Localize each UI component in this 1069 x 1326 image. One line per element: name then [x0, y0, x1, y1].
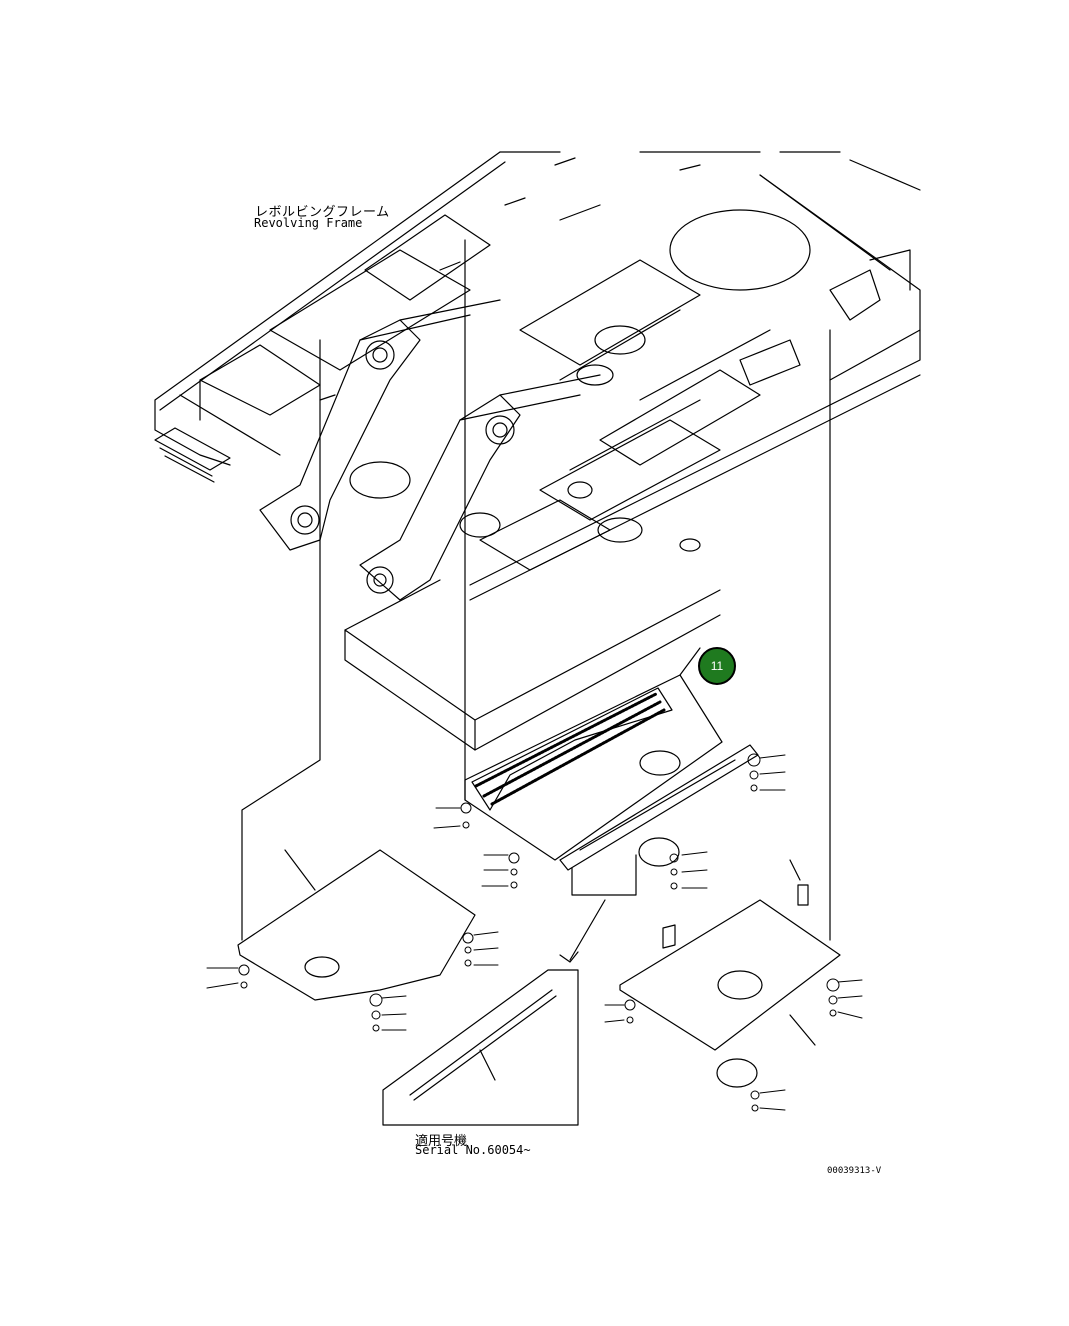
seal-strip: [559, 744, 759, 896]
right-under-cover: [619, 859, 841, 1088]
serial-label-en: Serial No.60054~: [415, 1143, 531, 1157]
frame-label-jp: レボルビングフレーム: [255, 205, 390, 220]
part-callout-11[interactable]: 11: [698, 647, 736, 685]
reference-lines: [241, 239, 831, 941]
fasteners: [206, 753, 863, 1112]
document-id: 00039313-V: [827, 1166, 882, 1176]
serial-label-jp: 適用号機: [415, 1134, 468, 1149]
grating-plate: [464, 647, 723, 861]
left-under-cover: [237, 849, 476, 1001]
frame-label-en: Revolving Frame: [254, 216, 363, 230]
callout-number: 11: [710, 659, 724, 673]
revolving-frame: [154, 151, 921, 751]
serial-inset: [382, 899, 606, 1126]
